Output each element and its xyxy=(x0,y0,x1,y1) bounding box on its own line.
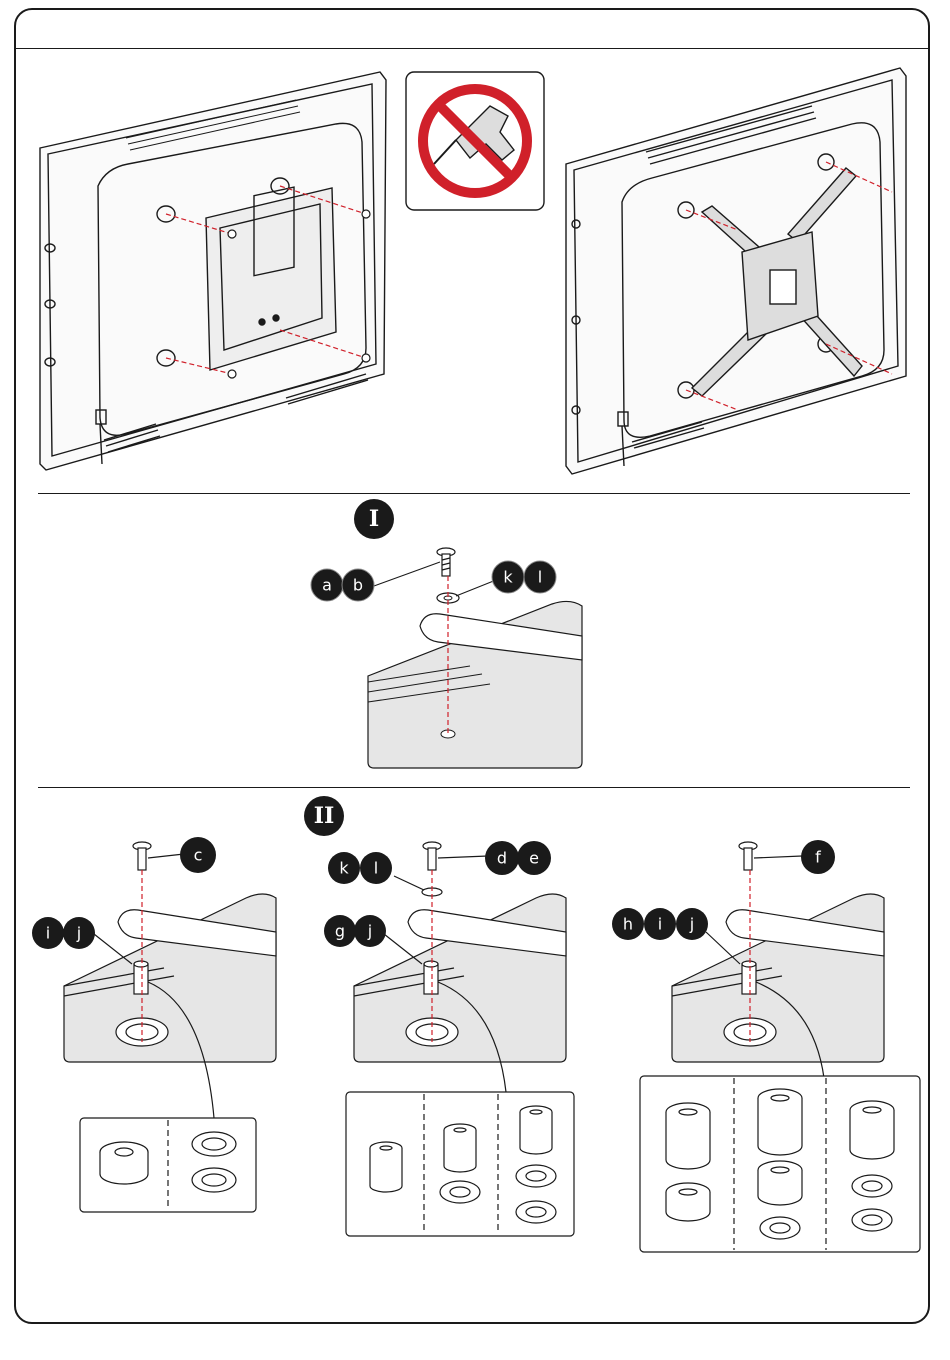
no-power-drill-warning xyxy=(404,70,546,212)
part-badge-h: h xyxy=(612,908,644,940)
svg-text:j: j xyxy=(689,915,694,934)
svg-text:b: b xyxy=(353,576,363,595)
svg-text:c: c xyxy=(194,846,203,865)
svg-text:f: f xyxy=(815,848,821,867)
step1-roman-badge: I xyxy=(354,499,394,539)
step2-panel-2: d e k l g j xyxy=(320,836,580,1240)
part-badge-j: j xyxy=(63,917,95,949)
screw-icon xyxy=(428,848,436,870)
part-badge-c: c xyxy=(180,837,216,873)
svg-text:a: a xyxy=(322,576,332,595)
spacer-options-box xyxy=(640,1076,920,1252)
screw-icon xyxy=(138,848,146,870)
part-badge-i: i xyxy=(32,917,64,949)
part-badge-l: l xyxy=(524,561,556,593)
svg-text:i: i xyxy=(46,924,50,943)
svg-text:i: i xyxy=(658,915,662,934)
step2-panel-3: f h i j xyxy=(606,836,924,1254)
svg-text:k: k xyxy=(503,568,513,587)
spacer-icon xyxy=(100,1142,148,1184)
tv-back-x-bracket-illustration xyxy=(562,64,912,476)
part-badge-k: k xyxy=(492,561,524,593)
part-badge-f: f xyxy=(801,840,835,874)
part-badge-j: j xyxy=(354,915,386,947)
svg-text:j: j xyxy=(367,922,372,941)
screw-icon xyxy=(744,848,752,870)
part-badge-a: a xyxy=(311,569,343,601)
step2-panel-1: c i j xyxy=(24,836,284,1216)
part-badge-j: j xyxy=(676,908,708,940)
svg-text:j: j xyxy=(76,924,81,943)
svg-text:h: h xyxy=(623,915,633,934)
svg-text:e: e xyxy=(529,849,539,868)
part-badge-g: g xyxy=(324,915,356,947)
section-divider-step2 xyxy=(38,787,910,788)
spacer-options-box xyxy=(80,1118,256,1212)
part-badge-b: b xyxy=(342,569,374,601)
svg-text:d: d xyxy=(497,849,507,868)
svg-text:g: g xyxy=(335,922,345,941)
part-badge-i: i xyxy=(644,908,676,940)
step1-illustration: I a b k l xyxy=(300,496,600,774)
svg-text:k: k xyxy=(339,859,349,878)
part-badge-l: l xyxy=(360,852,392,884)
svg-text:l: l xyxy=(538,568,542,587)
svg-text:l: l xyxy=(374,859,378,878)
tv-back-small-bracket-illustration xyxy=(36,68,396,472)
section-divider-step1 xyxy=(38,493,910,494)
step1-roman: I xyxy=(369,506,379,532)
step2-roman-badge: II xyxy=(300,794,348,838)
part-badge-e: e xyxy=(517,841,551,875)
part-badge-d: d xyxy=(485,841,519,875)
spacer-options-box xyxy=(346,1092,574,1236)
step2-roman: II xyxy=(314,803,335,829)
header-divider xyxy=(16,48,930,49)
part-badge-k: k xyxy=(328,852,360,884)
